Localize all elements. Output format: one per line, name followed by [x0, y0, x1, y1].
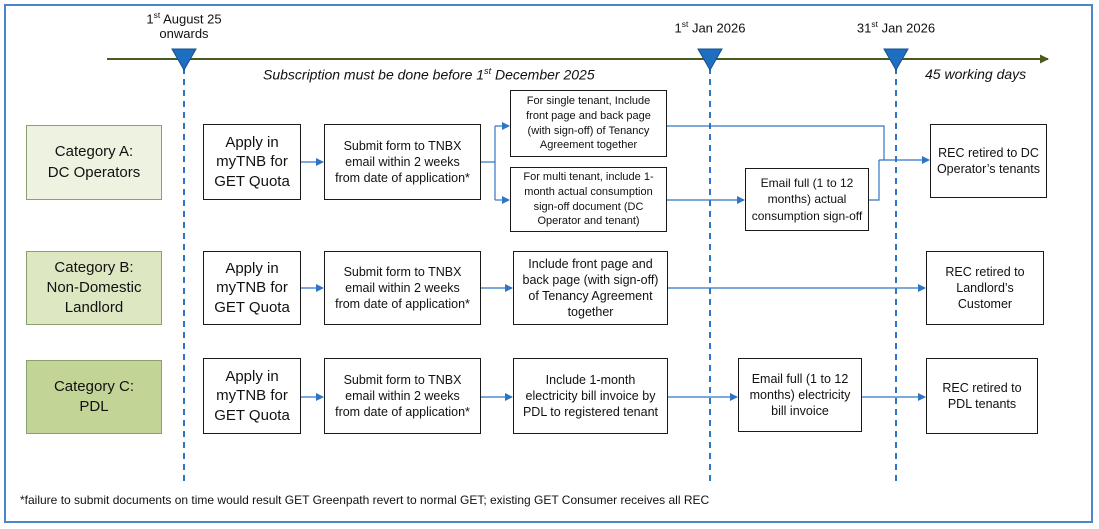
marker-label-jan31: 31st Jan 2026 — [856, 19, 936, 36]
row-b-apply-box: Apply in myTNB for GET Quota — [203, 251, 301, 325]
row-a-apply-box: Apply in myTNB for GET Quota — [203, 124, 301, 200]
row-b-rec-box: REC retired to Landlord’s Customer — [926, 251, 1044, 325]
diagram-frame — [4, 4, 1093, 523]
marker-label-aug: 1st August 25 onwards — [146, 10, 222, 42]
row-c-submit-form-box: Submit form to TNBX email within 2 weeks… — [324, 358, 481, 434]
row-b-submit-form-box: Submit form to TNBX email within 2 weeks… — [324, 251, 481, 325]
category-a-box: Category A:DC Operators — [26, 125, 162, 200]
arrow-a-single-to-rec — [667, 125, 885, 160]
marker-triangle-jan1 — [697, 48, 723, 72]
footnote: *failure to submit documents on time wou… — [20, 493, 710, 507]
row-c-apply-box: Apply in myTNB for GET Quota — [203, 358, 301, 434]
row-a-multi-tenant-box: For multi tenant, include 1-month actual… — [510, 167, 667, 232]
row-a-rec-box: REC retired to DC Operator’s tenants — [930, 124, 1047, 198]
subscription-deadline-note: Subscription must be done before 1st Dec… — [263, 66, 595, 83]
arrow-a-email-to-rec — [869, 160, 880, 201]
marker-label-jan1: 1st Jan 2026 — [674, 19, 746, 36]
row-a-email-full-box: Email full (1 to 12 months) actual consu… — [745, 168, 869, 231]
row-c-email-full-box: Email full (1 to 12 months) electricity … — [738, 358, 862, 432]
working-days-note: 45 working days — [925, 66, 1027, 82]
row-c-include-box: Include 1-month electricity bill invoice… — [513, 358, 668, 434]
marker-triangle-aug — [171, 48, 197, 72]
row-c-rec-box: REC retired to PDL tenants — [926, 358, 1038, 434]
marker-triangle-jan31 — [883, 48, 909, 72]
category-c-box: Category C:PDL — [26, 360, 162, 434]
row-a-single-tenant-box: For single tenant, Include front page an… — [510, 90, 667, 157]
row-a-submit-form-box: Submit form to TNBX email within 2 weeks… — [324, 124, 481, 200]
row-b-include-box: Include front page and back page (with s… — [513, 251, 668, 325]
